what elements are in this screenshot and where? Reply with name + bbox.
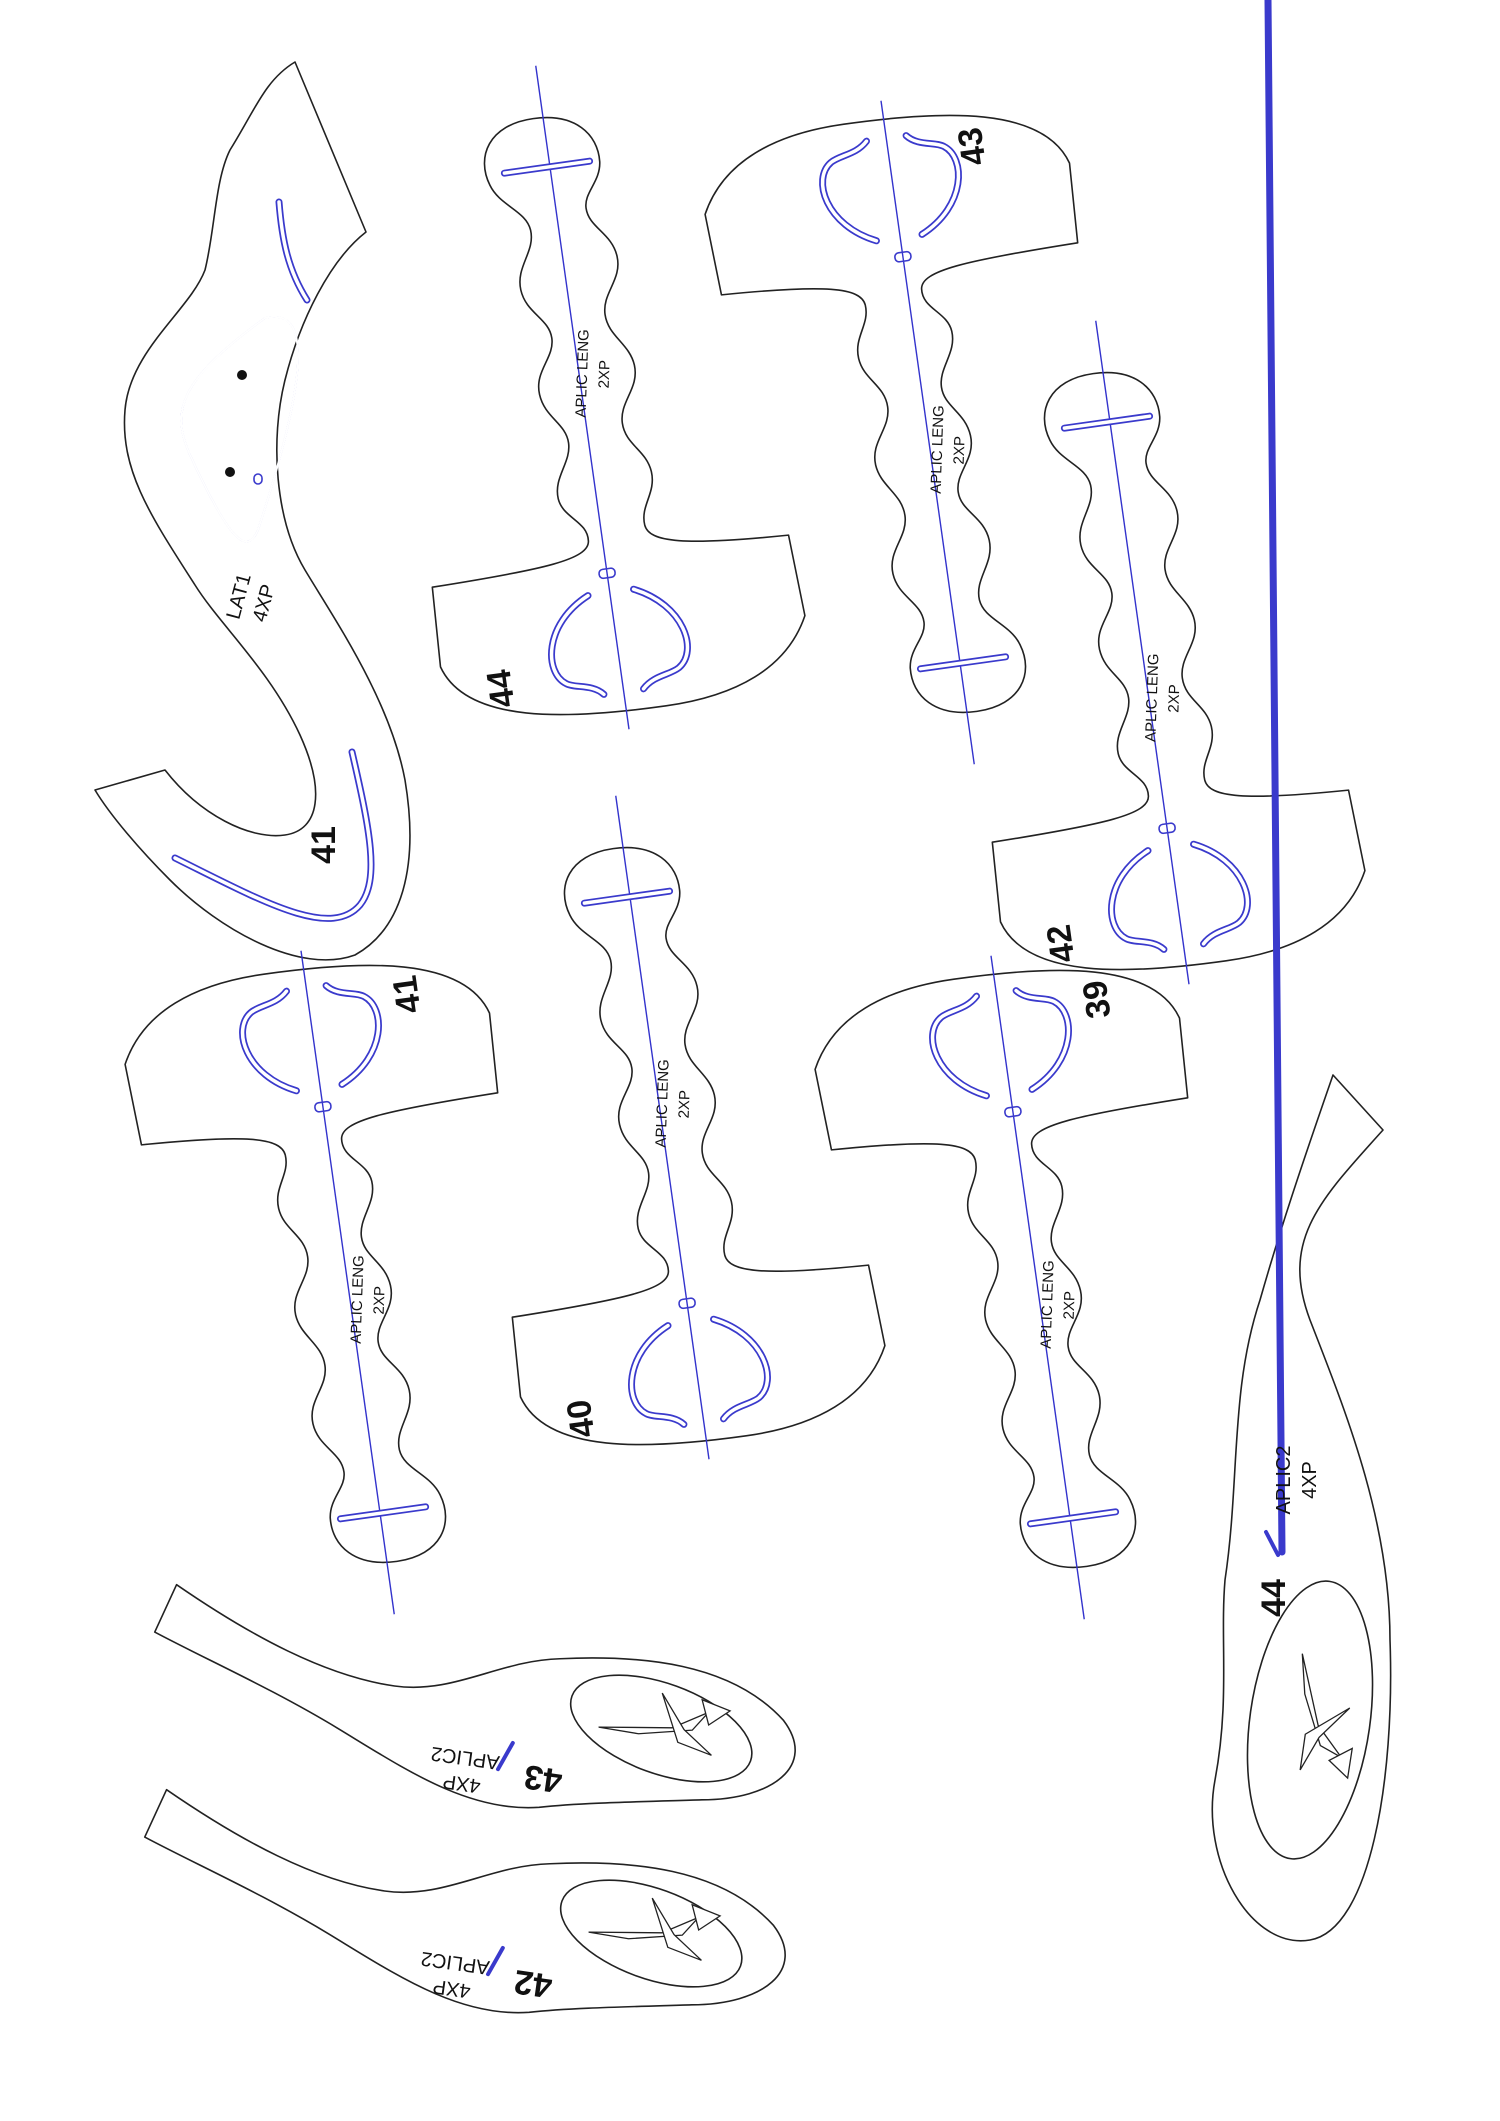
piece-label: APLIC2	[420, 1947, 491, 1978]
size-label: 43	[522, 1757, 565, 1800]
piece-qty: 2XP	[371, 1286, 389, 1315]
piece-qty: 4XP	[441, 1770, 482, 1797]
size-label: 40	[560, 1397, 603, 1440]
size-label: 41	[386, 973, 429, 1016]
piece-lat1: LAT1 4XP 41	[94, 61, 411, 961]
piece-qty: 4XP	[1299, 1461, 1321, 1499]
size-label: 44	[1255, 1579, 1293, 1617]
size-label: 39	[1076, 978, 1119, 1021]
piece-label: APLIC LENG	[348, 1255, 368, 1344]
piece-aplic2-42: 42 APLIC2 4XP	[126, 1786, 798, 2051]
piece-label: APLIC LENG	[928, 405, 948, 494]
piece-label: APLIC2	[1273, 1446, 1295, 1515]
piece-label: APLIC LENG	[653, 1059, 673, 1148]
piece-qty: 2XP	[1061, 1291, 1079, 1320]
piece-label: APLIC LENG	[1142, 653, 1162, 742]
piece-aplic-leng-40: APLIC LENG 2XP 40	[439, 769, 897, 1484]
piece-aplic-leng-39: APLIC LENG 2XP 39	[803, 931, 1261, 1646]
piece-qty: 4XP	[249, 582, 280, 624]
piece-label: APLIC LENG	[1038, 1260, 1058, 1349]
piece-aplic-leng-44: APLIC LENG 2XP 44	[359, 39, 817, 754]
piece-aplic-leng-42: APLIC LENG 2XP 42	[919, 294, 1377, 1009]
size-label: 41	[305, 826, 343, 864]
piece-aplic2-43: 43 APLIC2 4XP	[136, 1581, 808, 1846]
piece-qty: 2XP	[1165, 684, 1183, 713]
size-label: 44	[480, 667, 523, 710]
size-label: 43	[951, 125, 994, 168]
piece-qty: 2XP	[951, 436, 969, 465]
piece-label: APLIC LENG	[573, 329, 593, 418]
piece-label: APLIC2	[430, 1742, 501, 1773]
piece-qty: 4XP	[431, 1975, 472, 2002]
piece-qty: 2XP	[596, 360, 614, 389]
size-label: 42	[1040, 922, 1083, 965]
size-label: 42	[512, 1962, 555, 2005]
piece-aplic-leng-41: APLIC LENG 2XP 41	[113, 926, 571, 1641]
piece-qty: 2XP	[676, 1090, 694, 1119]
piece-aplic2-44: 44 APLIC2 4XP	[1211, 0, 1392, 1942]
piece-aplic-leng-43: APLIC LENG 2XP 43	[693, 76, 1151, 791]
